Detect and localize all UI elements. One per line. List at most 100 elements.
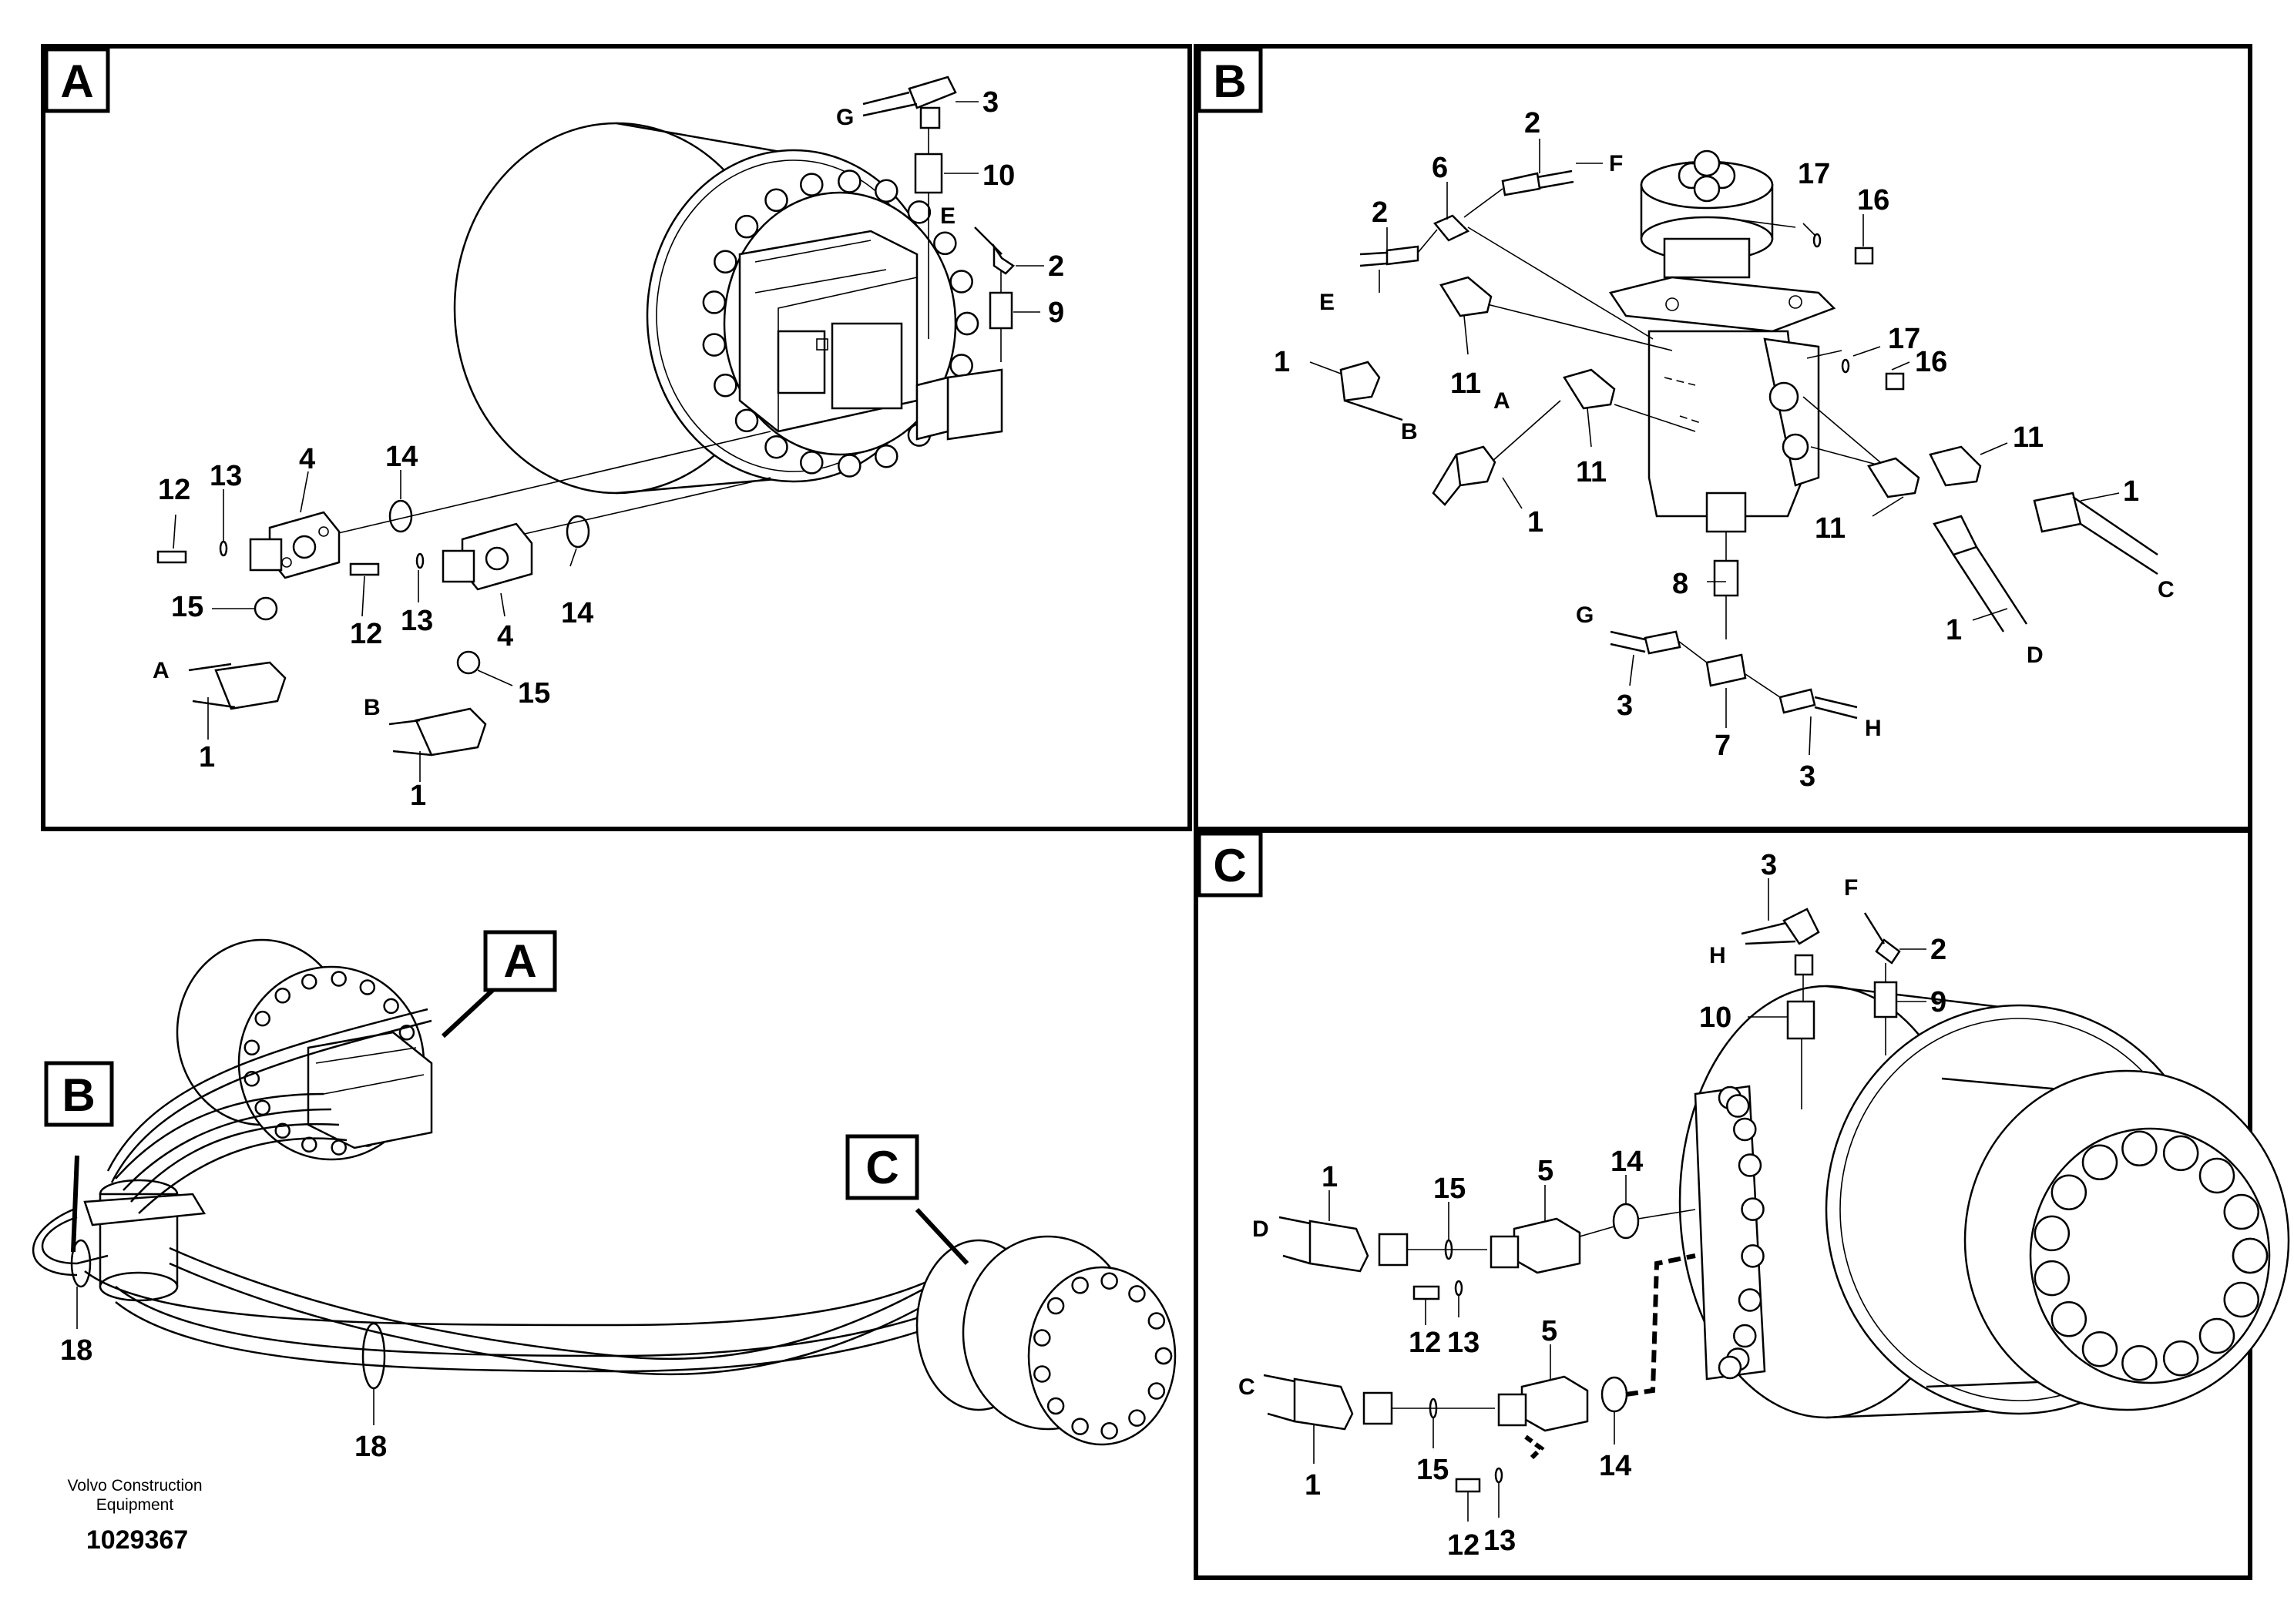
svg-text:9: 9 bbox=[1930, 986, 1946, 1018]
svg-text:A: A bbox=[503, 935, 536, 987]
svg-text:12: 12 bbox=[1447, 1529, 1480, 1562]
panel-a-parts bbox=[156, 75, 1044, 782]
svg-text:5: 5 bbox=[1537, 1155, 1553, 1187]
svg-text:3: 3 bbox=[982, 86, 999, 119]
svg-text:A: A bbox=[1493, 388, 1510, 414]
svg-text:D: D bbox=[1252, 1216, 1269, 1242]
panel-c-parts bbox=[1263, 878, 1926, 1522]
credit-line-2: Equipment bbox=[96, 1496, 174, 1514]
svg-text:11: 11 bbox=[2013, 421, 2044, 454]
svg-text:D: D bbox=[2027, 643, 2044, 668]
hose-1-d bbox=[1308, 1220, 1369, 1273]
svg-text:18: 18 bbox=[60, 1334, 92, 1367]
svg-text:H: H bbox=[1709, 943, 1726, 968]
swivel-joint bbox=[1467, 149, 1912, 533]
panel-b-tag: B bbox=[1197, 47, 1263, 113]
hose-1-b4 bbox=[2033, 492, 2082, 533]
svg-text:H: H bbox=[1865, 716, 1882, 741]
svg-text:13: 13 bbox=[401, 605, 433, 637]
svg-text:1: 1 bbox=[1322, 1161, 1338, 1193]
svg-text:11: 11 bbox=[1576, 456, 1607, 488]
svg-text:C: C bbox=[865, 1142, 898, 1193]
svg-text:E: E bbox=[1319, 290, 1335, 315]
svg-text:10: 10 bbox=[1699, 1002, 1731, 1034]
adapter-8 bbox=[1713, 559, 1739, 597]
svg-text:13: 13 bbox=[210, 460, 242, 492]
svg-text:5: 5 bbox=[1541, 1315, 1557, 1347]
hose-1-b1 bbox=[1339, 361, 1381, 402]
svg-text:12: 12 bbox=[158, 474, 190, 506]
adapter-10 bbox=[914, 153, 943, 194]
svg-text:3: 3 bbox=[1799, 760, 1815, 793]
credit-line-1: Volvo Construction bbox=[67, 1477, 202, 1495]
panel-c-labels: 3 F 2 H 10 9 1 15 5 14 D 12 13 5 C 14 15… bbox=[1238, 849, 1946, 1562]
adapter-9-c bbox=[1873, 981, 1898, 1018]
svg-text:1: 1 bbox=[199, 741, 215, 773]
svg-text:1: 1 bbox=[1527, 506, 1543, 539]
o-ring-14-right bbox=[566, 515, 590, 549]
screw-12-left bbox=[156, 550, 187, 564]
travel-motor-c bbox=[1678, 985, 2290, 1419]
svg-text:2: 2 bbox=[1524, 107, 1540, 139]
svg-text:10: 10 bbox=[982, 159, 1015, 192]
svg-text:B: B bbox=[1213, 55, 1246, 107]
footer-credit: Volvo Construction Equipment 1029367 bbox=[67, 1477, 202, 1555]
overview-labels: 18 18 bbox=[60, 1334, 387, 1463]
svg-text:E: E bbox=[940, 203, 956, 229]
clamp-18 bbox=[361, 1322, 386, 1390]
screw-12-right bbox=[349, 562, 380, 576]
svg-text:3: 3 bbox=[1761, 849, 1777, 881]
svg-text:9: 9 bbox=[1048, 297, 1064, 329]
hose-1-c bbox=[1293, 1377, 1354, 1431]
panel-a-labels: G 3 10 E 2 9 4 14 13 12 15 A 1 12 13 4 1… bbox=[153, 86, 1064, 812]
svg-text:1: 1 bbox=[2123, 475, 2139, 508]
tee-6 bbox=[1432, 214, 1470, 242]
svg-text:8: 8 bbox=[1672, 568, 1688, 600]
svg-text:13: 13 bbox=[1483, 1525, 1516, 1557]
svg-text:14: 14 bbox=[1611, 1146, 1643, 1178]
svg-text:6: 6 bbox=[1432, 152, 1448, 184]
flange-5-lower bbox=[1520, 1375, 1589, 1432]
svg-text:1: 1 bbox=[1305, 1469, 1321, 1502]
svg-text:13: 13 bbox=[1447, 1327, 1480, 1359]
tee-7 bbox=[1705, 653, 1747, 687]
svg-text:A: A bbox=[153, 658, 170, 683]
svg-text:15: 15 bbox=[518, 677, 550, 710]
svg-text:11: 11 bbox=[1450, 367, 1481, 400]
svg-text:15: 15 bbox=[1416, 1454, 1449, 1486]
panel-a-tag: A bbox=[44, 47, 110, 113]
svg-text:17: 17 bbox=[1888, 323, 1920, 355]
panel-c-tag: C bbox=[1197, 831, 1263, 898]
svg-text:2: 2 bbox=[1372, 196, 1388, 229]
svg-text:C: C bbox=[2158, 577, 2175, 602]
svg-text:14: 14 bbox=[561, 597, 593, 629]
svg-text:12: 12 bbox=[350, 618, 382, 650]
svg-text:16: 16 bbox=[1857, 184, 1889, 216]
svg-text:4: 4 bbox=[299, 443, 315, 475]
flange-5-upper bbox=[1513, 1217, 1581, 1274]
svg-text:11: 11 bbox=[1815, 512, 1846, 545]
reference-number: 1029367 bbox=[86, 1525, 188, 1555]
svg-text:18: 18 bbox=[354, 1431, 387, 1463]
svg-text:A: A bbox=[60, 55, 93, 107]
svg-text:7: 7 bbox=[1715, 730, 1731, 762]
travel-motor-a bbox=[311, 122, 1003, 540]
adapter-10-c bbox=[1786, 1000, 1815, 1040]
svg-text:4: 4 bbox=[497, 620, 513, 653]
hose-elbow-g bbox=[908, 75, 957, 109]
svg-text:F: F bbox=[1609, 151, 1623, 176]
svg-text:2: 2 bbox=[1048, 250, 1064, 283]
hose-1-b3 bbox=[1933, 515, 1978, 556]
svg-text:G: G bbox=[1576, 602, 1594, 628]
svg-text:12: 12 bbox=[1409, 1327, 1441, 1359]
adapter-9 bbox=[989, 291, 1013, 330]
svg-text:3: 3 bbox=[1617, 690, 1633, 722]
connector-11-a bbox=[1439, 276, 1493, 317]
o-ring-14-upper bbox=[1612, 1203, 1640, 1240]
svg-text:16: 16 bbox=[1915, 346, 1947, 378]
o-ring-14-left bbox=[388, 499, 413, 533]
panel-b-parts bbox=[1309, 139, 2158, 756]
hose-1-b bbox=[415, 707, 487, 757]
